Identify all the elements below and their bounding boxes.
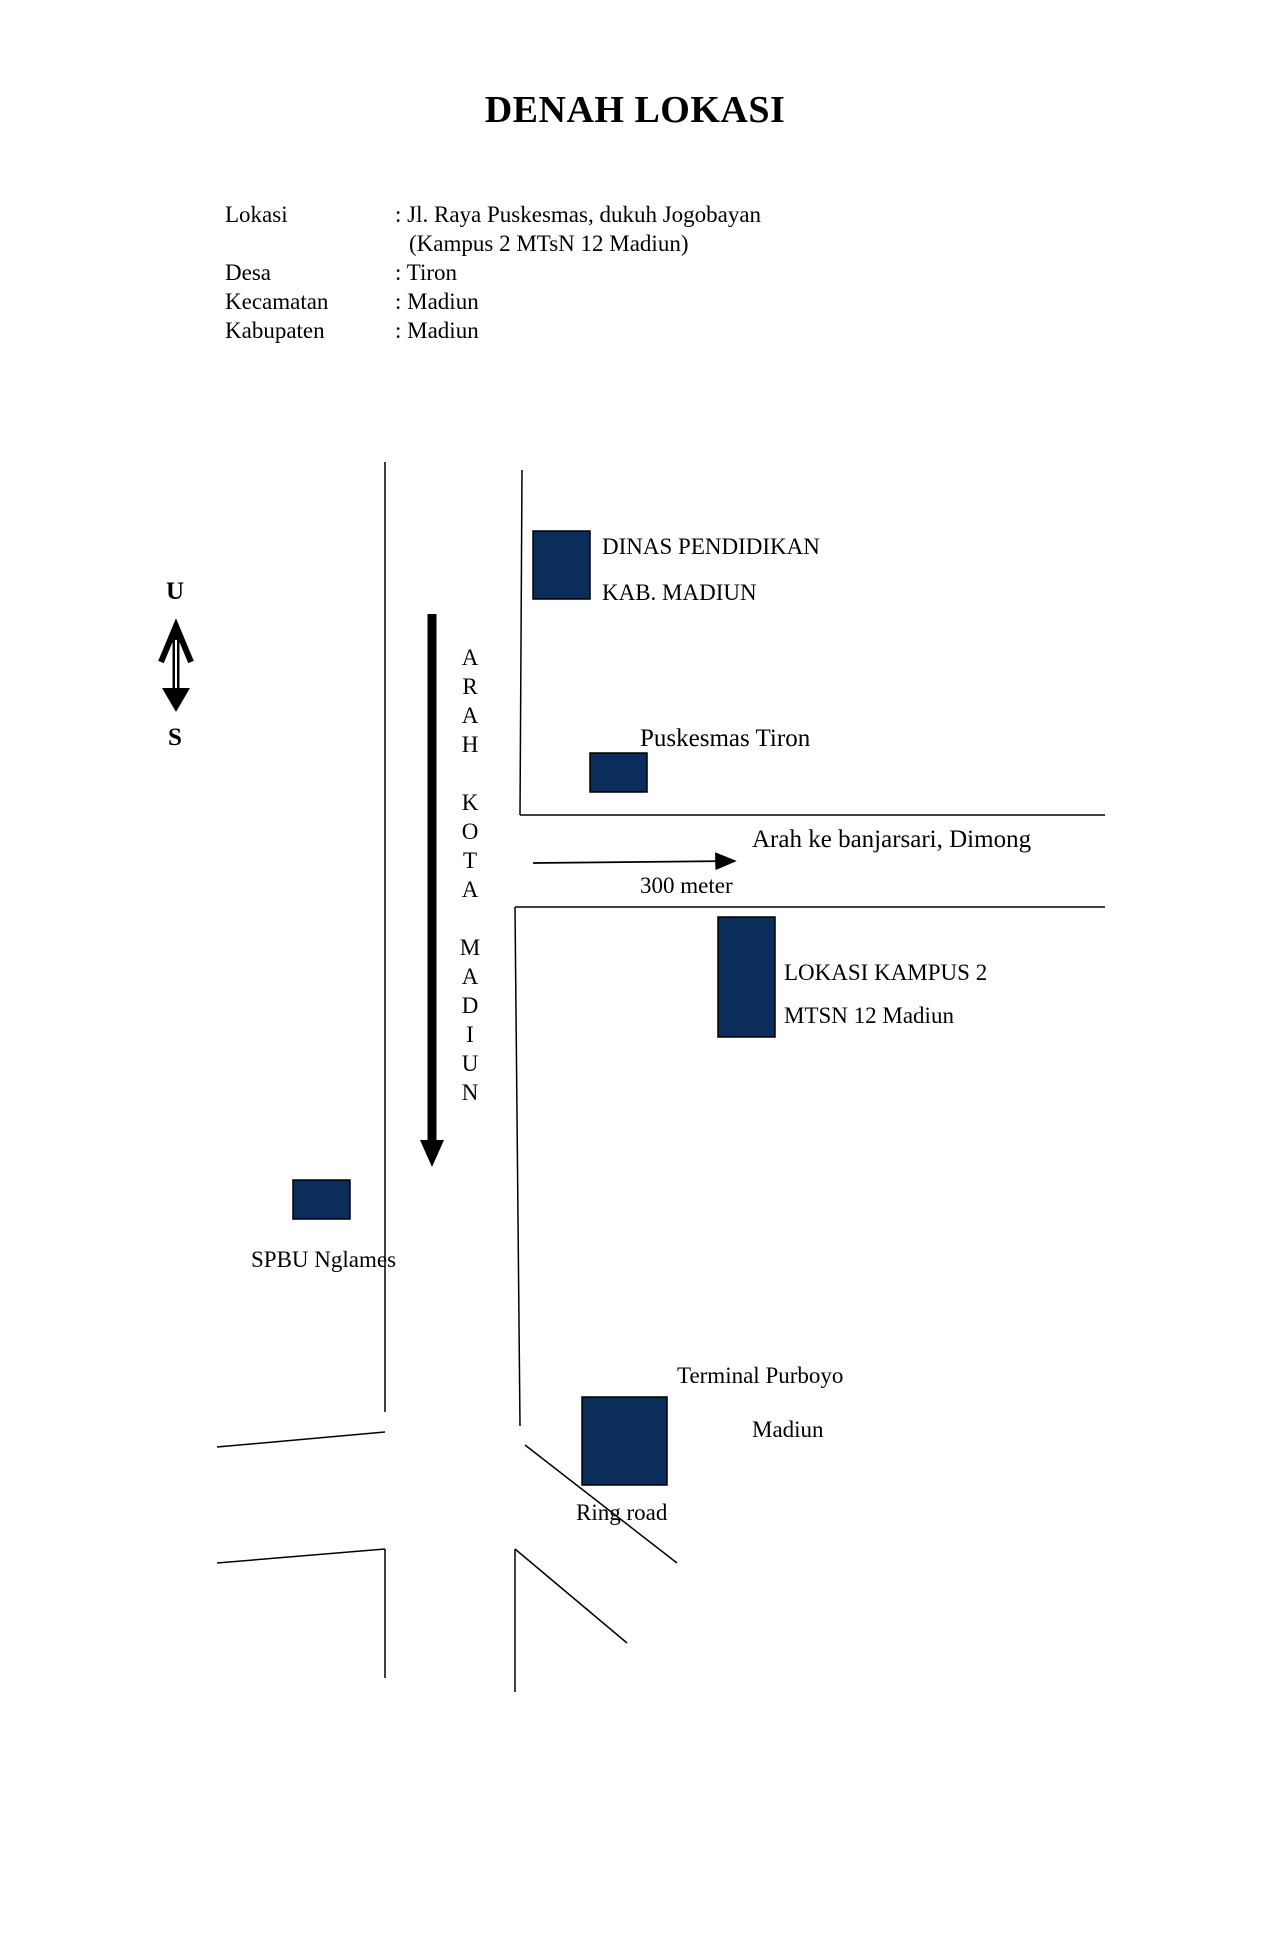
label-dinas-line2: KAB. MADIUN [602,580,757,605]
ring-road-diag-bottom [514,1548,628,1644]
arah-kota-arrow-head [420,1140,444,1167]
vertical-letter: A [461,645,479,670]
info-val-lokasi-2: (Kampus 2 MTsN 12 Madiun) [409,231,689,256]
ring-road-diag-top [524,1444,678,1564]
road-main-right-edge-top [519,469,523,816]
vertical-letter: I [466,1022,474,1047]
info-key-lokasi: Lokasi [225,202,288,227]
vertical-gap [458,759,482,788]
label-arah-banjarsari: Arah ke banjarsari, Dimong [752,826,1032,853]
compass-arrow [158,618,194,712]
building-spbu [292,1179,351,1220]
vertical-letter: H [461,732,479,757]
info-val-kabupaten: : Madiun [395,318,479,343]
info-val-kecamatan: : Madiun [395,289,479,314]
building-dinas-pendidikan [532,530,591,600]
vertical-letter: N [461,1080,479,1105]
building-kampus-2 [717,916,776,1038]
ring-road-left-top [216,1431,386,1448]
vertical-letter: T [462,848,478,873]
page-title: DENAH LOKASI [484,89,786,131]
vertical-letter: O [461,819,479,844]
info-val-desa: : Tiron [395,260,458,285]
info-key-desa: Desa [225,260,271,285]
info-val-lokasi: : Jl. Raya Puskesmas, dukuh Jogobayan [395,202,762,227]
vertical-letter: K [461,790,479,815]
label-terminal-line1: Terminal Purboyo [677,1363,844,1388]
label-puskesmas: Puskesmas Tiron [640,725,811,752]
vertical-gap [458,904,482,933]
compass-north-label: U [166,578,185,605]
label-spbu: SPBU Nglames [251,1247,397,1272]
label-distance: 300 meter [640,873,733,898]
vertical-letter: R [462,674,478,699]
ring-road-left-bottom [216,1548,386,1564]
road-main-right-edge-bottom [514,906,521,1427]
vertical-letter: A [461,964,479,989]
vertical-letter: D [461,993,479,1018]
building-terminal [581,1396,668,1486]
vertical-letter: M [459,935,481,960]
info-key-kecamatan: Kecamatan [225,289,329,314]
compass-south-label: S [168,724,182,751]
label-kampus-line1: LOKASI KAMPUS 2 [784,960,988,985]
label-dinas-line1: DINAS PENDIDIKAN [602,534,820,559]
label-kampus-line2: MTSN 12 Madiun [784,1003,954,1028]
label-terminal-line2: Madiun [752,1417,824,1442]
label-ring-road: Ring road [576,1500,668,1525]
distance-arrow [532,852,737,871]
info-key-kabupaten: Kabupaten [225,318,325,343]
arah-kota-madiun-label: A R A H K O T A M A D I U N [458,643,482,1107]
vertical-letter: A [461,877,479,902]
building-puskesmas [589,752,648,793]
vertical-letter: A [461,703,479,728]
vertical-letter: U [461,1051,479,1076]
